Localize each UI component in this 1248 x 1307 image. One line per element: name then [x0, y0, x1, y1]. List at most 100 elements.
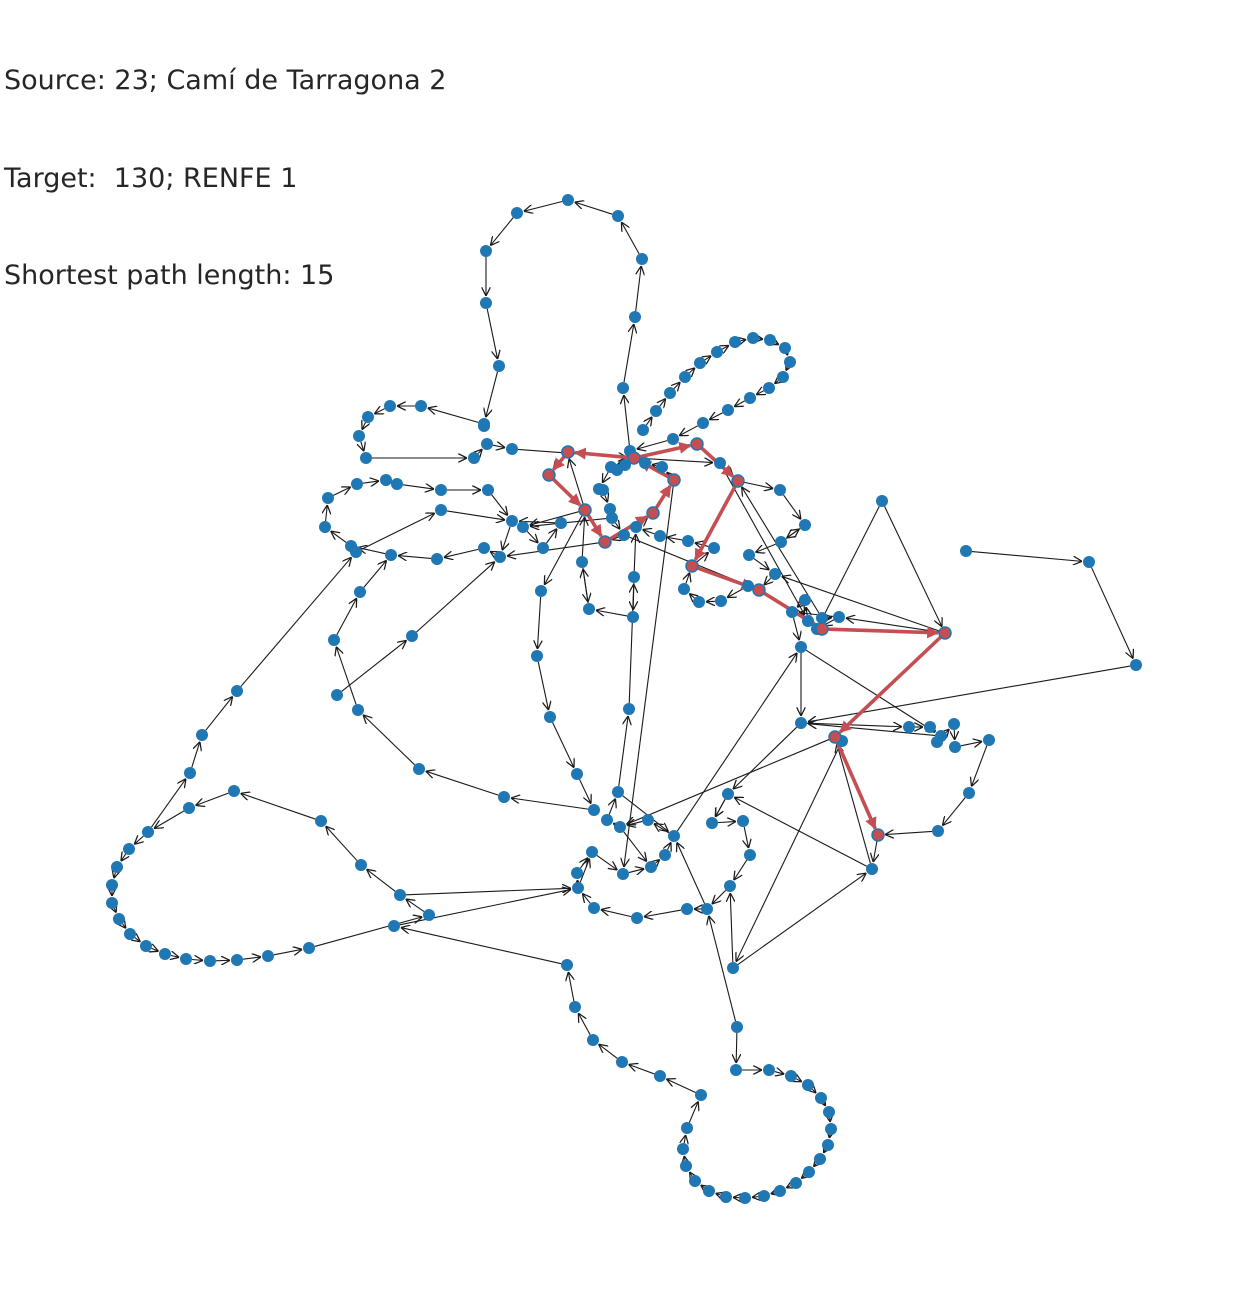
graph-edge	[331, 531, 347, 543]
graph-node	[415, 400, 427, 412]
graph-node	[730, 1064, 742, 1076]
graph-edge	[660, 399, 666, 407]
graph-edge	[601, 910, 632, 918]
graph-node	[678, 583, 690, 595]
graph-edge	[785, 529, 799, 539]
graph-node	[228, 785, 240, 797]
graph-node	[743, 549, 755, 561]
graph-edge	[709, 413, 723, 420]
graph-node	[354, 586, 366, 598]
graph-edge	[824, 1103, 826, 1106]
graph-edge	[734, 401, 745, 407]
graph-edge	[507, 542, 600, 556]
graph-edge	[374, 409, 385, 414]
graph-node	[617, 868, 629, 880]
graph-node	[803, 1166, 815, 1178]
graph-edge	[578, 1013, 591, 1035]
graph-node	[262, 950, 274, 962]
graph-edge	[605, 496, 608, 503]
graph-edge	[666, 1079, 696, 1093]
graph-node	[667, 433, 679, 445]
graph-node	[360, 452, 372, 464]
graph-edge	[695, 543, 709, 547]
graph-node	[493, 360, 505, 372]
graph-edge	[363, 715, 416, 766]
graph-edge	[428, 408, 479, 423]
graph-edge	[552, 722, 574, 767]
graph-edge	[579, 859, 589, 883]
graph-edge	[336, 598, 357, 635]
graph-node	[903, 721, 915, 733]
graph-node	[815, 1092, 827, 1104]
graph-node	[631, 912, 643, 924]
graph-edge	[644, 909, 682, 917]
graph-edge	[674, 382, 680, 389]
graph-node	[494, 551, 506, 563]
graph-edge	[191, 959, 203, 960]
shortest-path-node	[646, 506, 660, 520]
graph-node	[113, 913, 125, 925]
graph-node	[769, 568, 781, 580]
graph-node	[711, 346, 723, 358]
graph-node	[352, 704, 364, 716]
graph-edge	[444, 548, 479, 557]
graph-edge	[688, 1101, 698, 1123]
graph-node	[645, 861, 657, 873]
shortest-path-node	[690, 437, 704, 451]
graph-edge	[820, 506, 880, 622]
graph-node	[779, 342, 791, 354]
graph-node	[963, 787, 975, 799]
graph-node	[714, 457, 726, 469]
graph-edge	[667, 537, 683, 540]
graph-edge	[623, 831, 647, 862]
graph-node	[708, 542, 720, 554]
graph-edge	[526, 530, 538, 543]
graph-node	[413, 763, 425, 775]
graph-edge	[171, 955, 179, 957]
shortest-path-node	[561, 445, 575, 459]
graph-edge	[241, 793, 316, 820]
graph-node	[731, 1021, 743, 1033]
graph-edge	[971, 745, 988, 787]
graph-node	[123, 843, 135, 855]
graph-node	[695, 1089, 707, 1101]
graph-edge	[741, 340, 746, 341]
graph-edge	[736, 1032, 737, 1063]
graph-edge	[635, 266, 641, 312]
graph-node	[618, 529, 630, 541]
graph-edge	[361, 513, 434, 550]
graph-edge	[637, 440, 668, 450]
graph-node	[630, 521, 642, 533]
graph-edge	[643, 529, 655, 533]
graph-edge	[668, 842, 671, 849]
graph-node	[423, 909, 435, 921]
graph-edge	[314, 917, 422, 947]
graph-node	[606, 512, 618, 524]
graph-node	[689, 1175, 701, 1187]
graph-node	[180, 953, 192, 965]
graph-edge	[215, 960, 230, 961]
graph-node	[960, 545, 972, 557]
graph-node	[435, 484, 447, 496]
graph-edge	[775, 343, 779, 345]
graph-node	[720, 1191, 732, 1203]
graph-node	[822, 1139, 834, 1151]
graph-edge	[786, 1186, 790, 1188]
graph-node	[650, 405, 662, 417]
graph-edge	[273, 949, 302, 955]
graph-node	[431, 553, 443, 565]
graph-edge	[196, 792, 229, 805]
graph-node	[639, 457, 651, 469]
graph-node	[315, 815, 327, 827]
graph-edge	[783, 494, 800, 519]
graph-node	[394, 889, 406, 901]
graph-node	[816, 612, 828, 624]
graph-edge	[806, 723, 902, 727]
graph-node	[498, 791, 510, 803]
graph-node	[328, 634, 340, 646]
shortest-path-node	[871, 828, 885, 842]
graph-edge	[490, 217, 514, 246]
graph-edge	[782, 576, 940, 632]
graph-edge	[405, 888, 571, 896]
